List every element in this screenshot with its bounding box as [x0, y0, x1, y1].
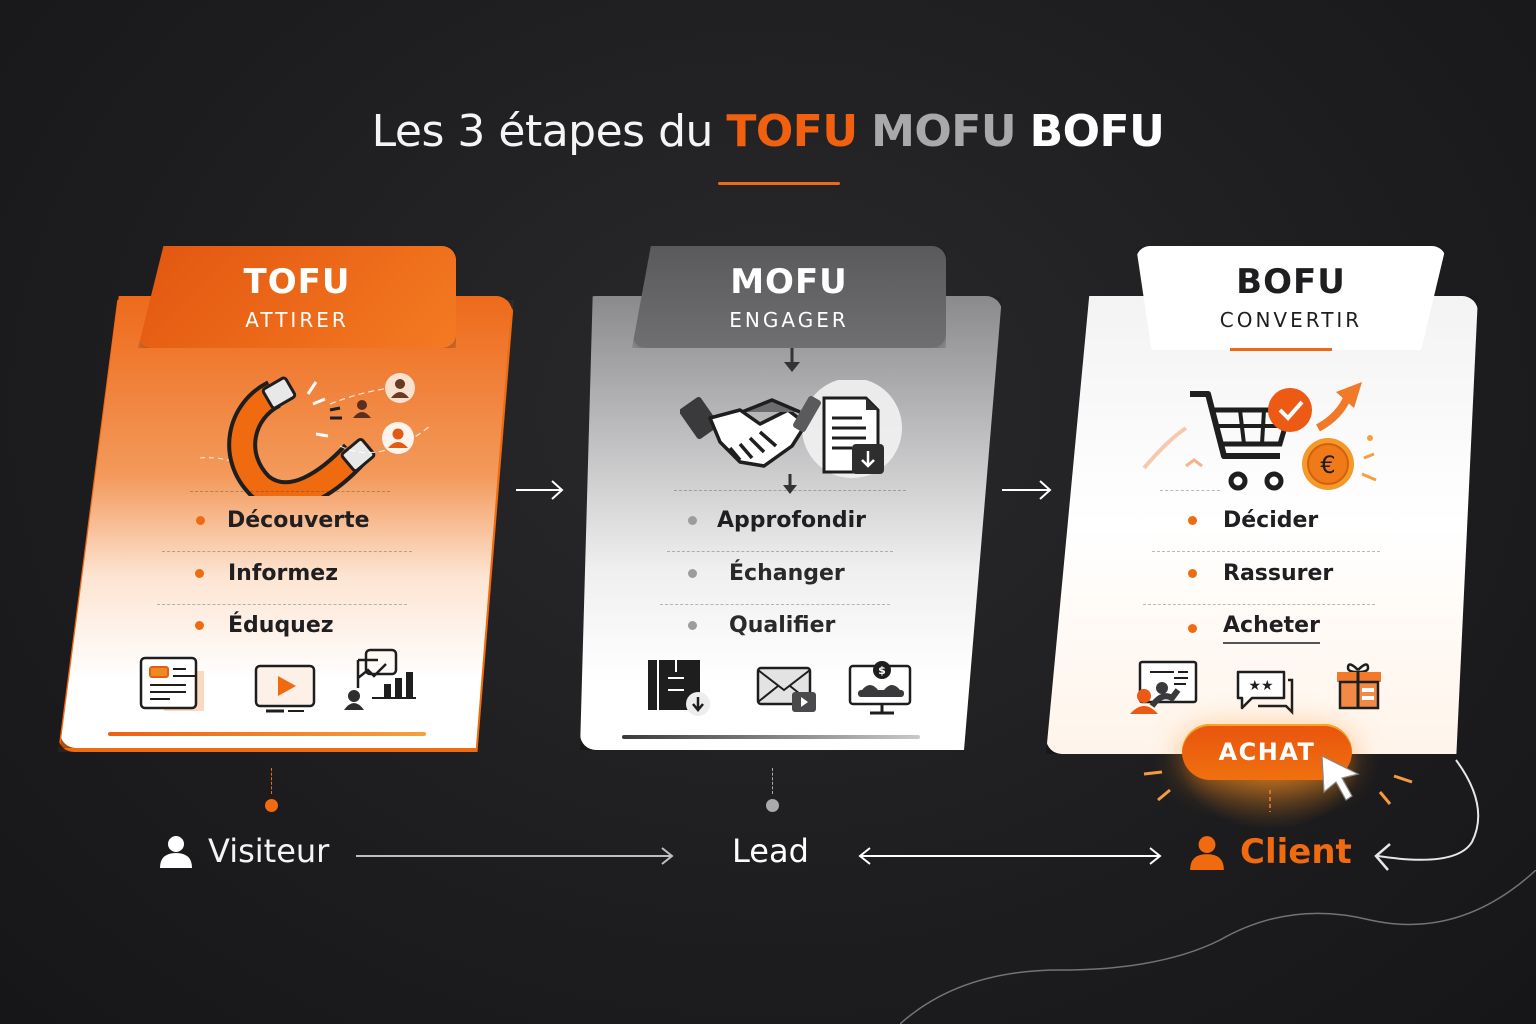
reviews-stars-icon: ★★: [1236, 670, 1294, 716]
bofu-tab-underline: [1230, 348, 1332, 351]
title-prefix: Les 3 étapes du: [371, 106, 714, 157]
handshake-document-download-icon: [680, 380, 902, 478]
client-text: Client: [1240, 832, 1352, 872]
bofu-item: Décider: [1188, 508, 1318, 533]
tofu-item: Éduquez: [195, 613, 334, 638]
webinar-icon: $: [848, 661, 912, 715]
tofu-name: TOFU: [243, 262, 351, 302]
mofu-divider: [660, 604, 890, 605]
gift-offer-icon: [1337, 663, 1381, 710]
tofu-divider: [157, 604, 407, 605]
bofu-subtitle: CONVERTIR: [1219, 308, 1363, 332]
bofu-divider-top: [1160, 490, 1220, 491]
tofu-header: TOFU ATTIRER: [138, 246, 456, 348]
tofu-item: Découverte: [196, 508, 370, 533]
bullet-dot: [688, 621, 697, 630]
tofu-item-label: Découverte: [227, 508, 370, 533]
cart-check-euro-coin-icon: €: [1142, 382, 1377, 491]
loop-back-arrow-icon: [1374, 759, 1480, 871]
mofu-header: MOFU ENGAGER: [632, 246, 946, 348]
mofu-divider: [667, 551, 893, 552]
arrow-right-icon: [1002, 480, 1052, 500]
demo-presentation-icon: [1130, 660, 1198, 714]
email-video-icon: [756, 666, 816, 712]
lead-label: Lead: [732, 832, 809, 870]
mofu-progress-bar: [622, 735, 920, 739]
mofu-item-label: Échanger: [729, 561, 845, 586]
page-title: Les 3 étapes du TOFU MOFU BOFU: [0, 106, 1536, 157]
tofu-connector: [271, 768, 272, 794]
tofu-connector-dot: [265, 799, 278, 812]
bofu-item-label: Décider: [1223, 508, 1319, 533]
arrow-down-icon: [783, 474, 797, 494]
client-label: Client: [1188, 832, 1352, 872]
mofu-name: MOFU: [730, 262, 848, 302]
visitor-label: Visiteur: [158, 832, 329, 870]
tofu-subtitle: ATTIRER: [245, 308, 349, 332]
video-play-icon: [254, 664, 316, 713]
mofu-item: Qualifier: [688, 613, 835, 638]
mofu-item-label: Approfondir: [717, 508, 866, 533]
tofu-divider-top: [190, 491, 390, 492]
article-icon: [139, 656, 204, 711]
tofu-item-label: Informez: [228, 561, 339, 586]
visitor-text: Visiteur: [208, 832, 330, 870]
mofu-item-label: Qualifier: [729, 613, 836, 638]
arrow-right-icon: [516, 480, 564, 500]
title-underline: [718, 182, 840, 185]
mofu-connector: [772, 768, 773, 794]
achat-button[interactable]: ACHAT: [1182, 724, 1352, 780]
mouse-cursor-icon: [1321, 755, 1360, 801]
mofu-item: Échanger: [688, 561, 845, 586]
svg-text:€: €: [1320, 451, 1335, 479]
svg-text:★★: ★★: [1248, 678, 1273, 694]
tofu-item: Informez: [195, 561, 338, 586]
tofu-progress-bar: [108, 732, 426, 736]
click-spark-lines: [1143, 770, 1413, 812]
bullet-dot: [1188, 516, 1197, 525]
user-icon: [1190, 836, 1224, 870]
bullet-dot: [195, 621, 204, 630]
bullet-dot: [688, 569, 697, 578]
double-arrow-icon: [858, 847, 1162, 865]
bullet-dot: [1188, 624, 1197, 633]
bullet-dot: [196, 516, 205, 525]
bofu-item: Acheter: [1188, 613, 1320, 644]
magnet-attracting-users-icon: [199, 373, 431, 496]
bofu-item: Rassurer: [1188, 561, 1333, 586]
bullet-dot: [1188, 569, 1197, 578]
bofu-item-label: Acheter: [1223, 613, 1320, 644]
title-bofu: BOFU: [1029, 106, 1165, 157]
bofu-header: BOFU CONVERTIR: [1136, 246, 1446, 350]
svg-text:$: $: [878, 664, 886, 677]
bofu-name: BOFU: [1236, 262, 1346, 302]
title-tofu: TOFU: [726, 106, 858, 157]
bofu-item-label: Rassurer: [1223, 561, 1334, 586]
mofu-item: Approfondir: [688, 508, 866, 533]
arrow-right-icon: [356, 847, 674, 865]
tofu-item-label: Éduquez: [228, 613, 334, 638]
mofu-subtitle: ENGAGER: [729, 308, 849, 332]
bofu-divider: [1143, 604, 1375, 605]
bullet-dot: [195, 569, 204, 578]
ebook-download-icon: [648, 660, 710, 716]
user-icon: [160, 836, 192, 868]
decorative-curve: [900, 870, 1536, 1024]
arrow-down-icon: [784, 348, 800, 372]
lead-text: Lead: [732, 832, 809, 870]
tofu-divider: [162, 551, 412, 552]
bullet-dot: [688, 516, 697, 525]
infographic-chart-icon: [344, 648, 416, 710]
title-mofu: MOFU: [871, 106, 1017, 157]
mofu-connector-dot: [766, 799, 779, 812]
bofu-divider: [1152, 551, 1380, 552]
